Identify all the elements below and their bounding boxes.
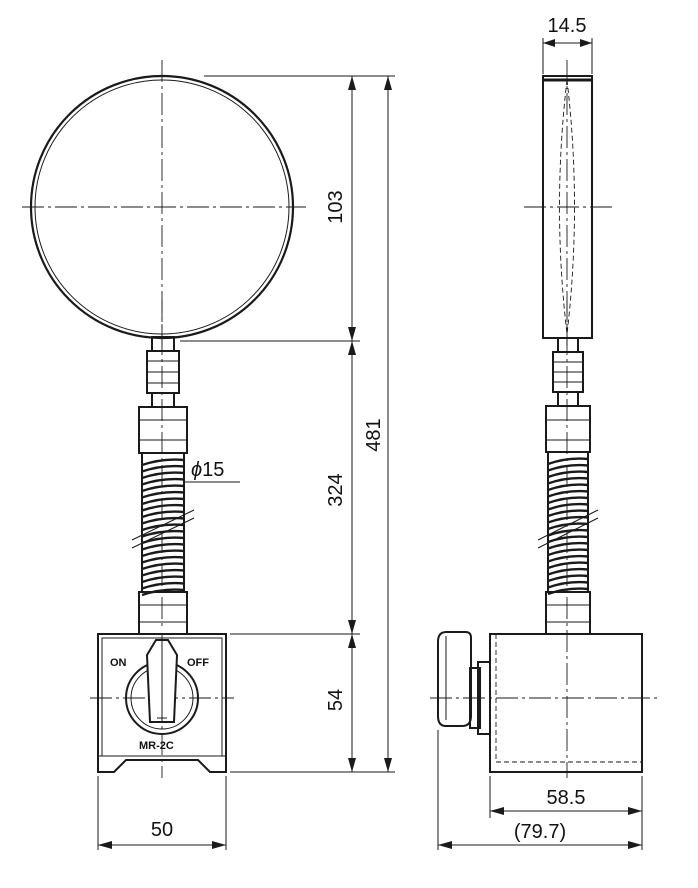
front-dimensions: 103 324 54 481 50 ϕ15 xyxy=(97,75,395,850)
dim-arm-diameter: 15 xyxy=(202,459,224,481)
switch-off-label: OFF xyxy=(187,657,209,669)
svg-text:ϕ15: ϕ15 xyxy=(191,459,224,481)
side-switch-lever xyxy=(437,631,491,735)
side-neck xyxy=(545,337,591,453)
front-flexible-arm xyxy=(141,453,185,597)
dim-mirror-height: 103 xyxy=(325,190,347,223)
side-flexible-arm xyxy=(547,452,589,596)
side-arm-break xyxy=(537,509,599,549)
dim-overall-depth: (79.7) xyxy=(514,821,566,843)
side-view xyxy=(430,60,660,778)
dim-base-depth: 58.5 xyxy=(547,787,586,809)
dim-lens-thickness: 14.5 xyxy=(548,15,587,37)
side-lower-connector xyxy=(545,591,591,635)
front-neck xyxy=(138,336,188,454)
dim-arm-length: 324 xyxy=(325,473,347,506)
diameter-symbol: ϕ xyxy=(191,459,202,481)
side-magnetic-base xyxy=(430,300,660,778)
dim-total-height: 481 xyxy=(363,418,385,451)
dim-base-height: 54 xyxy=(325,689,347,711)
front-view: ON OFF MR-2C xyxy=(22,60,306,778)
side-dimensions: 14.5 58.5 (79.7) xyxy=(437,15,643,850)
side-lens xyxy=(524,60,612,350)
switch-on-label: ON xyxy=(110,657,127,669)
switch-knob xyxy=(125,639,199,735)
model-label: MR-2C xyxy=(139,740,174,752)
dim-base-width: 50 xyxy=(151,819,173,841)
front-arm-break xyxy=(131,509,195,549)
front-mirror xyxy=(22,60,306,348)
